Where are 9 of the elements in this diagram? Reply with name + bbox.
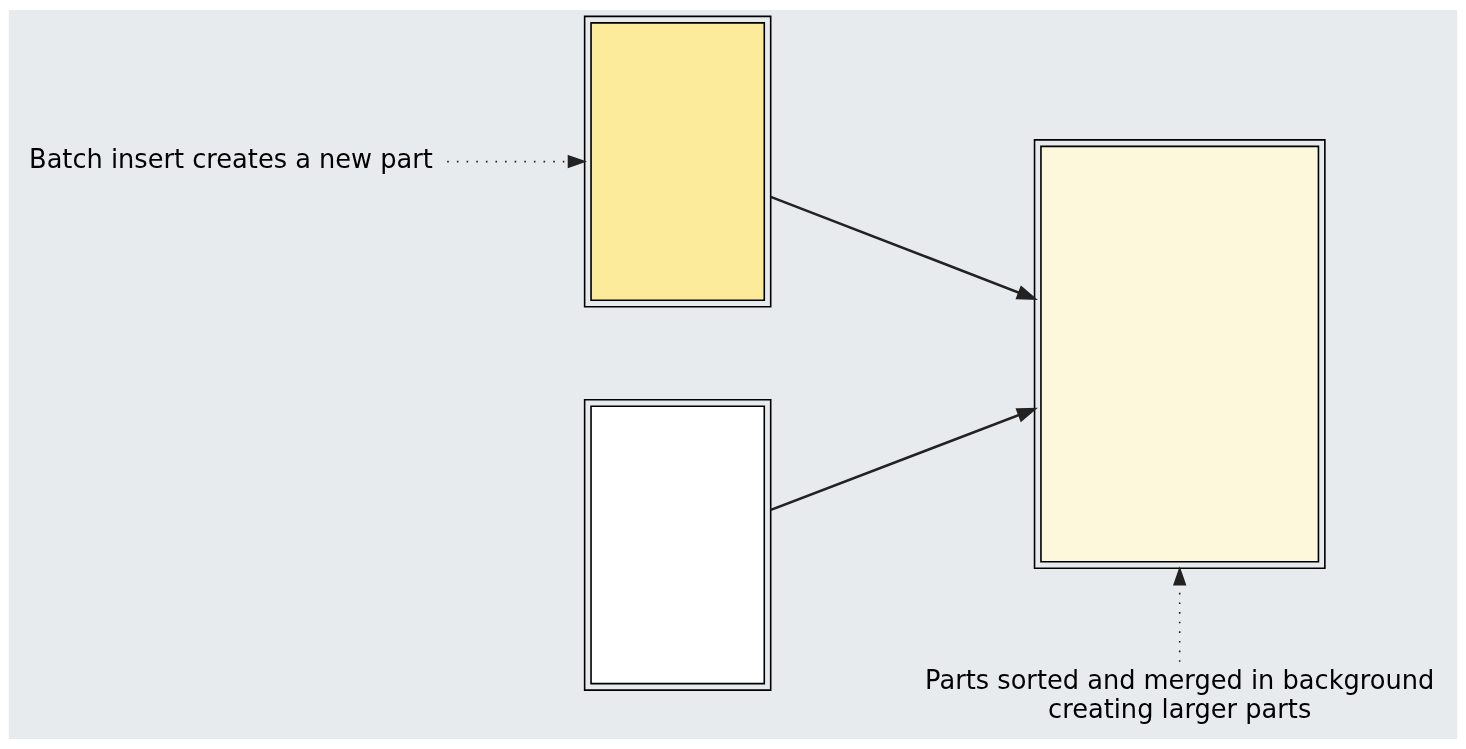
node-text: Parts sorted and merged in background creating larger parts [925,664,1435,724]
arrow [1172,566,1187,663]
arrow [770,195,1038,300]
node-box [583,15,772,308]
node-box [583,398,772,691]
arrow [446,154,587,169]
node-box [1033,139,1326,569]
node-text: Batch insert creates a new part [29,143,433,174]
arrow [770,407,1038,512]
